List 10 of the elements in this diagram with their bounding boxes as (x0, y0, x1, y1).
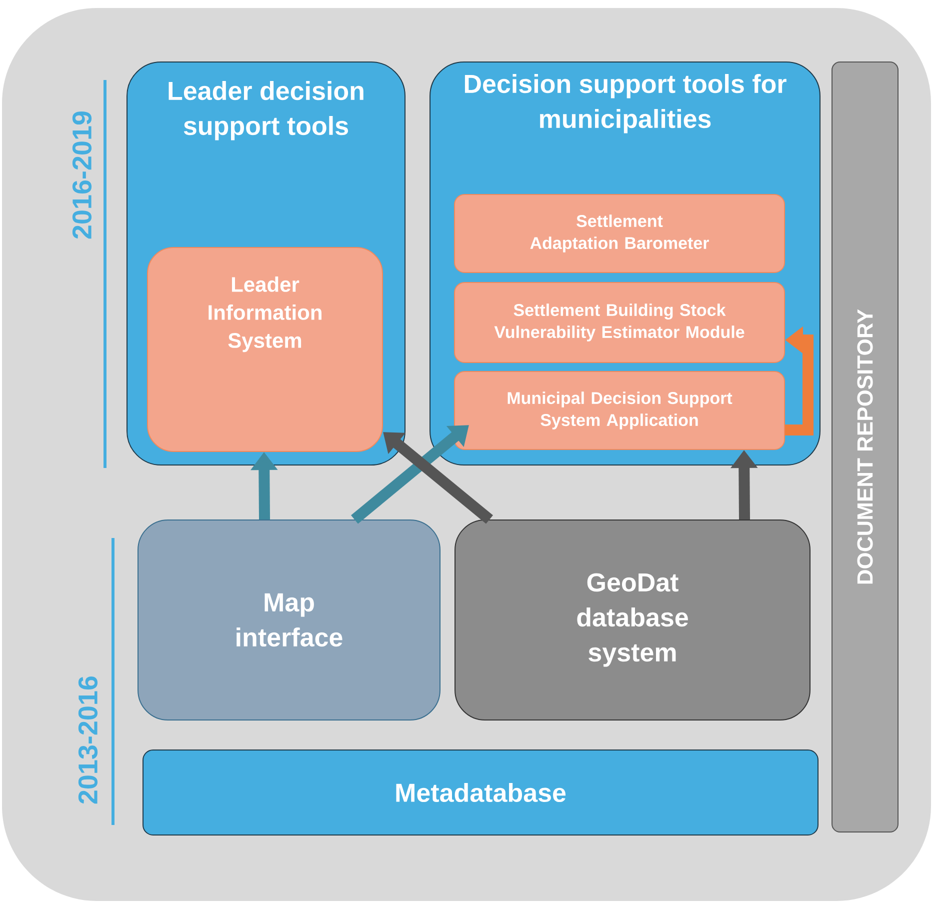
year-label: 2013-2016 (78, 676, 98, 804)
system-box: Map interface (138, 520, 440, 720)
tool-box: Settlement Building Stock Vulnerability Estimator Module (454, 282, 785, 363)
tool-box: Settlement Adaptation Barometer (454, 194, 785, 273)
repository-bar: DOCUMENT REPOSITORY (832, 62, 898, 832)
system-box: Leader Information System (147, 247, 383, 452)
year-label: 2016-2019 (72, 111, 92, 239)
system-box: GeoDat database system (454, 520, 810, 720)
database-bar: Metadatabase (142, 750, 818, 836)
tool-box: Municipal Decision Support System Application (454, 371, 785, 450)
